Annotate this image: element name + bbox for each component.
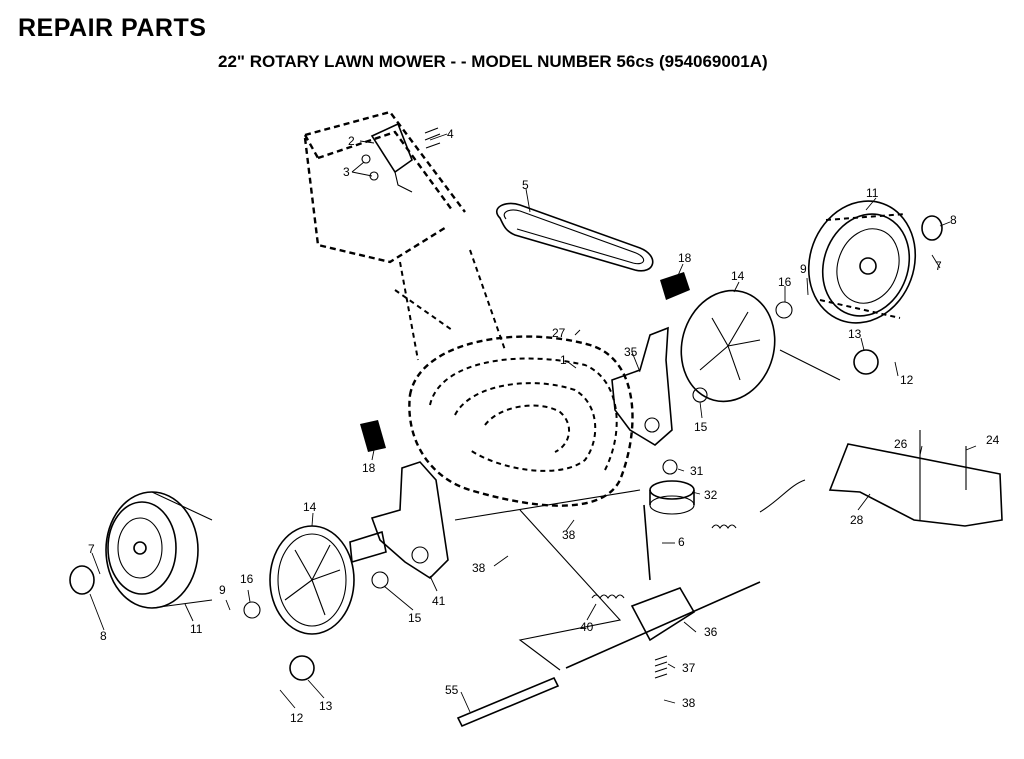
callout-12-right: 12	[900, 373, 914, 387]
callout-28: 28	[850, 513, 864, 527]
callout-4: 4	[447, 127, 454, 141]
callout-8-left: 8	[100, 629, 107, 643]
mower-deck	[408, 335, 634, 507]
callout-labels: 2 3 4 5 18 14 16 9 11 8 7 13 12 27 1 35 …	[88, 127, 1000, 725]
leader-lines	[89, 133, 977, 713]
wear-pad-left	[360, 420, 386, 452]
left-wheel-cover	[269, 525, 355, 635]
left-height-adjuster	[349, 461, 449, 580]
right-washer	[775, 301, 793, 319]
callout-9-left: 9	[219, 583, 226, 597]
left-washer	[243, 601, 261, 619]
right-wheel-cover	[680, 289, 776, 403]
callout-24: 24	[986, 433, 1000, 447]
handle-bracket	[370, 122, 413, 174]
callout-37: 37	[682, 661, 696, 675]
callout-11-right: 11	[866, 186, 879, 200]
callout-7-right: 7	[935, 259, 942, 273]
right-rear-wheel	[807, 200, 917, 324]
callout-7-left: 7	[88, 542, 95, 556]
left-hubcap	[69, 565, 95, 595]
callout-18-left: 18	[362, 461, 376, 475]
page-title: REPAIR PARTS	[18, 14, 207, 42]
callout-15-left: 15	[408, 611, 422, 625]
callout-38-bottom: 38	[682, 696, 696, 710]
callout-14-left: 14	[303, 500, 317, 514]
callout-18-right: 18	[678, 251, 692, 265]
left-rear-wheel	[105, 491, 213, 609]
callout-16-left: 16	[240, 572, 254, 586]
callout-55: 55	[445, 683, 459, 697]
callout-12-left: 12	[290, 711, 304, 725]
right-drive-gear	[853, 349, 879, 375]
control-cable	[759, 479, 806, 513]
callout-35: 35	[624, 345, 638, 359]
drive-belt	[496, 202, 654, 272]
springs	[591, 524, 737, 679]
callout-40: 40	[580, 620, 594, 634]
callout-3: 3	[343, 165, 350, 179]
callout-13-left: 13	[319, 699, 333, 713]
callout-16-right: 16	[778, 275, 792, 289]
right-height-adjuster	[611, 326, 673, 446]
callout-2: 2	[348, 134, 355, 148]
left-drive-gear	[289, 655, 315, 681]
handle-assembly	[303, 110, 506, 361]
callout-31: 31	[690, 464, 704, 478]
callout-9-right: 9	[800, 262, 807, 276]
callout-27: 27	[552, 326, 566, 340]
callout-41: 41	[432, 594, 446, 608]
callout-8-right: 8	[950, 213, 957, 227]
callout-38-middle: 38	[562, 528, 576, 542]
callout-13-right: 13	[848, 327, 862, 341]
wear-pad-right	[660, 272, 690, 300]
model-subtitle: 22" ROTARY LAWN MOWER - - MODEL NUMBER 5…	[218, 52, 768, 71]
callout-1: 1	[560, 353, 567, 367]
callout-5: 5	[522, 178, 529, 192]
callout-11-left: 11	[190, 622, 203, 636]
callout-32: 32	[704, 488, 718, 502]
left-bushing	[371, 571, 389, 589]
callout-38-left: 38	[472, 561, 486, 575]
callout-15-right: 15	[694, 420, 708, 434]
drive-linkage	[454, 349, 841, 671]
callout-14-right: 14	[731, 269, 745, 283]
rear-deflector	[828, 443, 1003, 527]
callout-26: 26	[894, 437, 908, 451]
transmission-assembly	[565, 459, 761, 669]
callout-36: 36	[704, 625, 718, 639]
right-bushing	[692, 387, 708, 403]
callout-6: 6	[678, 535, 685, 549]
rear-rod	[456, 676, 560, 728]
right-hubcap	[921, 215, 943, 241]
